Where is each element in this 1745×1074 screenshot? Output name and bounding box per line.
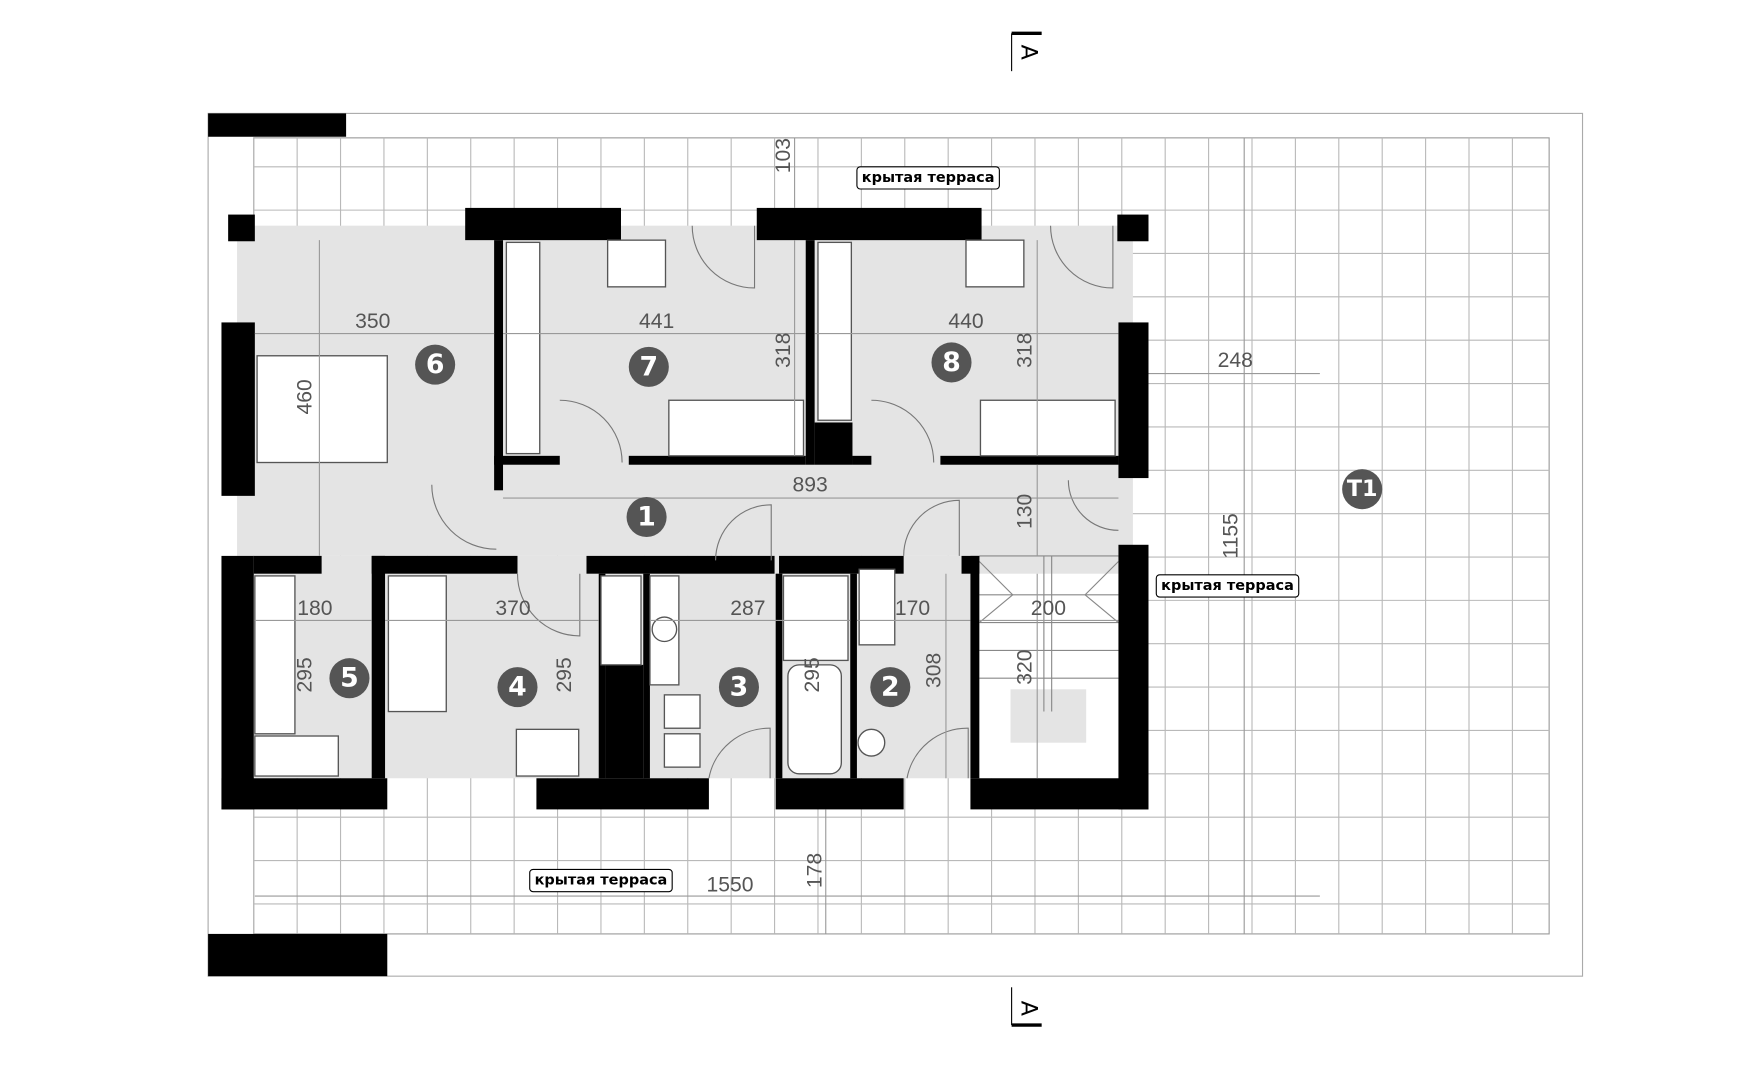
- double-bed: [256, 355, 388, 464]
- room-badge-t1: T1: [1342, 469, 1383, 510]
- dim-label: 178: [803, 853, 826, 888]
- section-mark-bottom: A: [1011, 987, 1042, 1027]
- svg-text:6: 6: [426, 349, 445, 380]
- section-mark-top: A: [1011, 31, 1042, 72]
- washer-dryer: [858, 568, 896, 646]
- svg-text:8: 8: [942, 347, 961, 378]
- svg-text:7: 7: [640, 351, 659, 382]
- dim-label: 320: [1014, 649, 1037, 684]
- room-badge-7: 7: [628, 346, 669, 387]
- dim-label: 295: [553, 657, 576, 692]
- terrace-label-top: крытая терраса: [856, 166, 1000, 190]
- dim-label: 318: [1014, 333, 1037, 368]
- svg-text:A: A: [1015, 1001, 1041, 1017]
- room-badge-8: 8: [931, 342, 972, 383]
- terrace-label-bottom: крытая терраса: [529, 868, 673, 893]
- bath-cabinet: [782, 575, 849, 662]
- svg-text:2: 2: [881, 672, 900, 703]
- sink: [857, 728, 886, 757]
- dim-label: 103: [772, 138, 795, 173]
- furniture: [254, 239, 1116, 777]
- dim-label: 893: [793, 473, 828, 496]
- wardrobe-room-8: [817, 241, 853, 421]
- room-badge-2: 2: [870, 667, 911, 708]
- bed-room-4: [387, 575, 447, 713]
- svg-text:A: A: [1015, 45, 1041, 61]
- dim-label: 295: [801, 657, 824, 692]
- dim-label: 441: [639, 310, 674, 333]
- dim-label: 440: [948, 310, 983, 333]
- dim-label: 287: [730, 597, 765, 620]
- dim-label: 1155: [1220, 513, 1243, 558]
- desk-room-8: [965, 239, 1025, 288]
- svg-text:крытая терраса: крытая терраса: [1161, 578, 1294, 594]
- room-badge-1: 1: [626, 496, 667, 537]
- bed-room-7: [668, 399, 805, 457]
- kitchen-sink: [651, 616, 678, 643]
- dim-label: 200: [1031, 597, 1066, 620]
- walls: [208, 113, 1149, 977]
- bathtub: [787, 664, 843, 775]
- wardrobe-room-5: [254, 575, 296, 735]
- door-swings: [431, 225, 1119, 779]
- toilet: [663, 694, 701, 729]
- svg-text:T1: T1: [1347, 476, 1378, 502]
- dim-label: 460: [294, 379, 317, 414]
- dim-label: 170: [895, 597, 930, 620]
- svg-text:крытая терраса: крытая терраса: [535, 873, 668, 889]
- svg-text:4: 4: [508, 672, 527, 703]
- room-badge-6: 6: [415, 344, 456, 385]
- room-badge-3: 3: [718, 667, 759, 708]
- shower-room-5: [254, 735, 339, 777]
- dim-label: 308: [922, 653, 945, 688]
- bed-room-8: [979, 399, 1116, 457]
- svg-text:крытая терраса: крытая терраса: [862, 170, 995, 186]
- desk-room-7: [606, 239, 667, 288]
- dimension-labels: 103 350 441 318 440 318 248 460 893 130 …: [294, 138, 1253, 897]
- wardrobe-room-7: [505, 241, 541, 455]
- dim-label: 130: [1014, 494, 1037, 529]
- wardrobe-corridor: [600, 575, 642, 666]
- dim-label: 248: [1218, 349, 1253, 372]
- bidet: [663, 733, 701, 768]
- dim-label: 370: [495, 597, 530, 620]
- dim-label: 180: [297, 597, 332, 620]
- dim-label: 1550: [707, 874, 754, 897]
- dim-label: 318: [772, 333, 795, 368]
- dim-label: 350: [355, 310, 390, 333]
- room-numbers: 1 2 3 4 5 6 7 8 T1: [329, 342, 1383, 708]
- svg-text:1: 1: [637, 501, 656, 532]
- svg-text:3: 3: [730, 672, 749, 703]
- staircase: [978, 555, 1119, 712]
- desk-room-4: [515, 728, 580, 777]
- terrace-labels: крытая терраса крытая терраса крытая тер…: [529, 166, 1300, 893]
- terrace-label-right: крытая терраса: [1155, 574, 1300, 598]
- dim-label: 295: [294, 657, 317, 692]
- room-badge-4: 4: [497, 667, 538, 708]
- dimension-lines: [254, 137, 1320, 934]
- room-badge-5: 5: [329, 658, 370, 699]
- svg-text:5: 5: [340, 663, 359, 694]
